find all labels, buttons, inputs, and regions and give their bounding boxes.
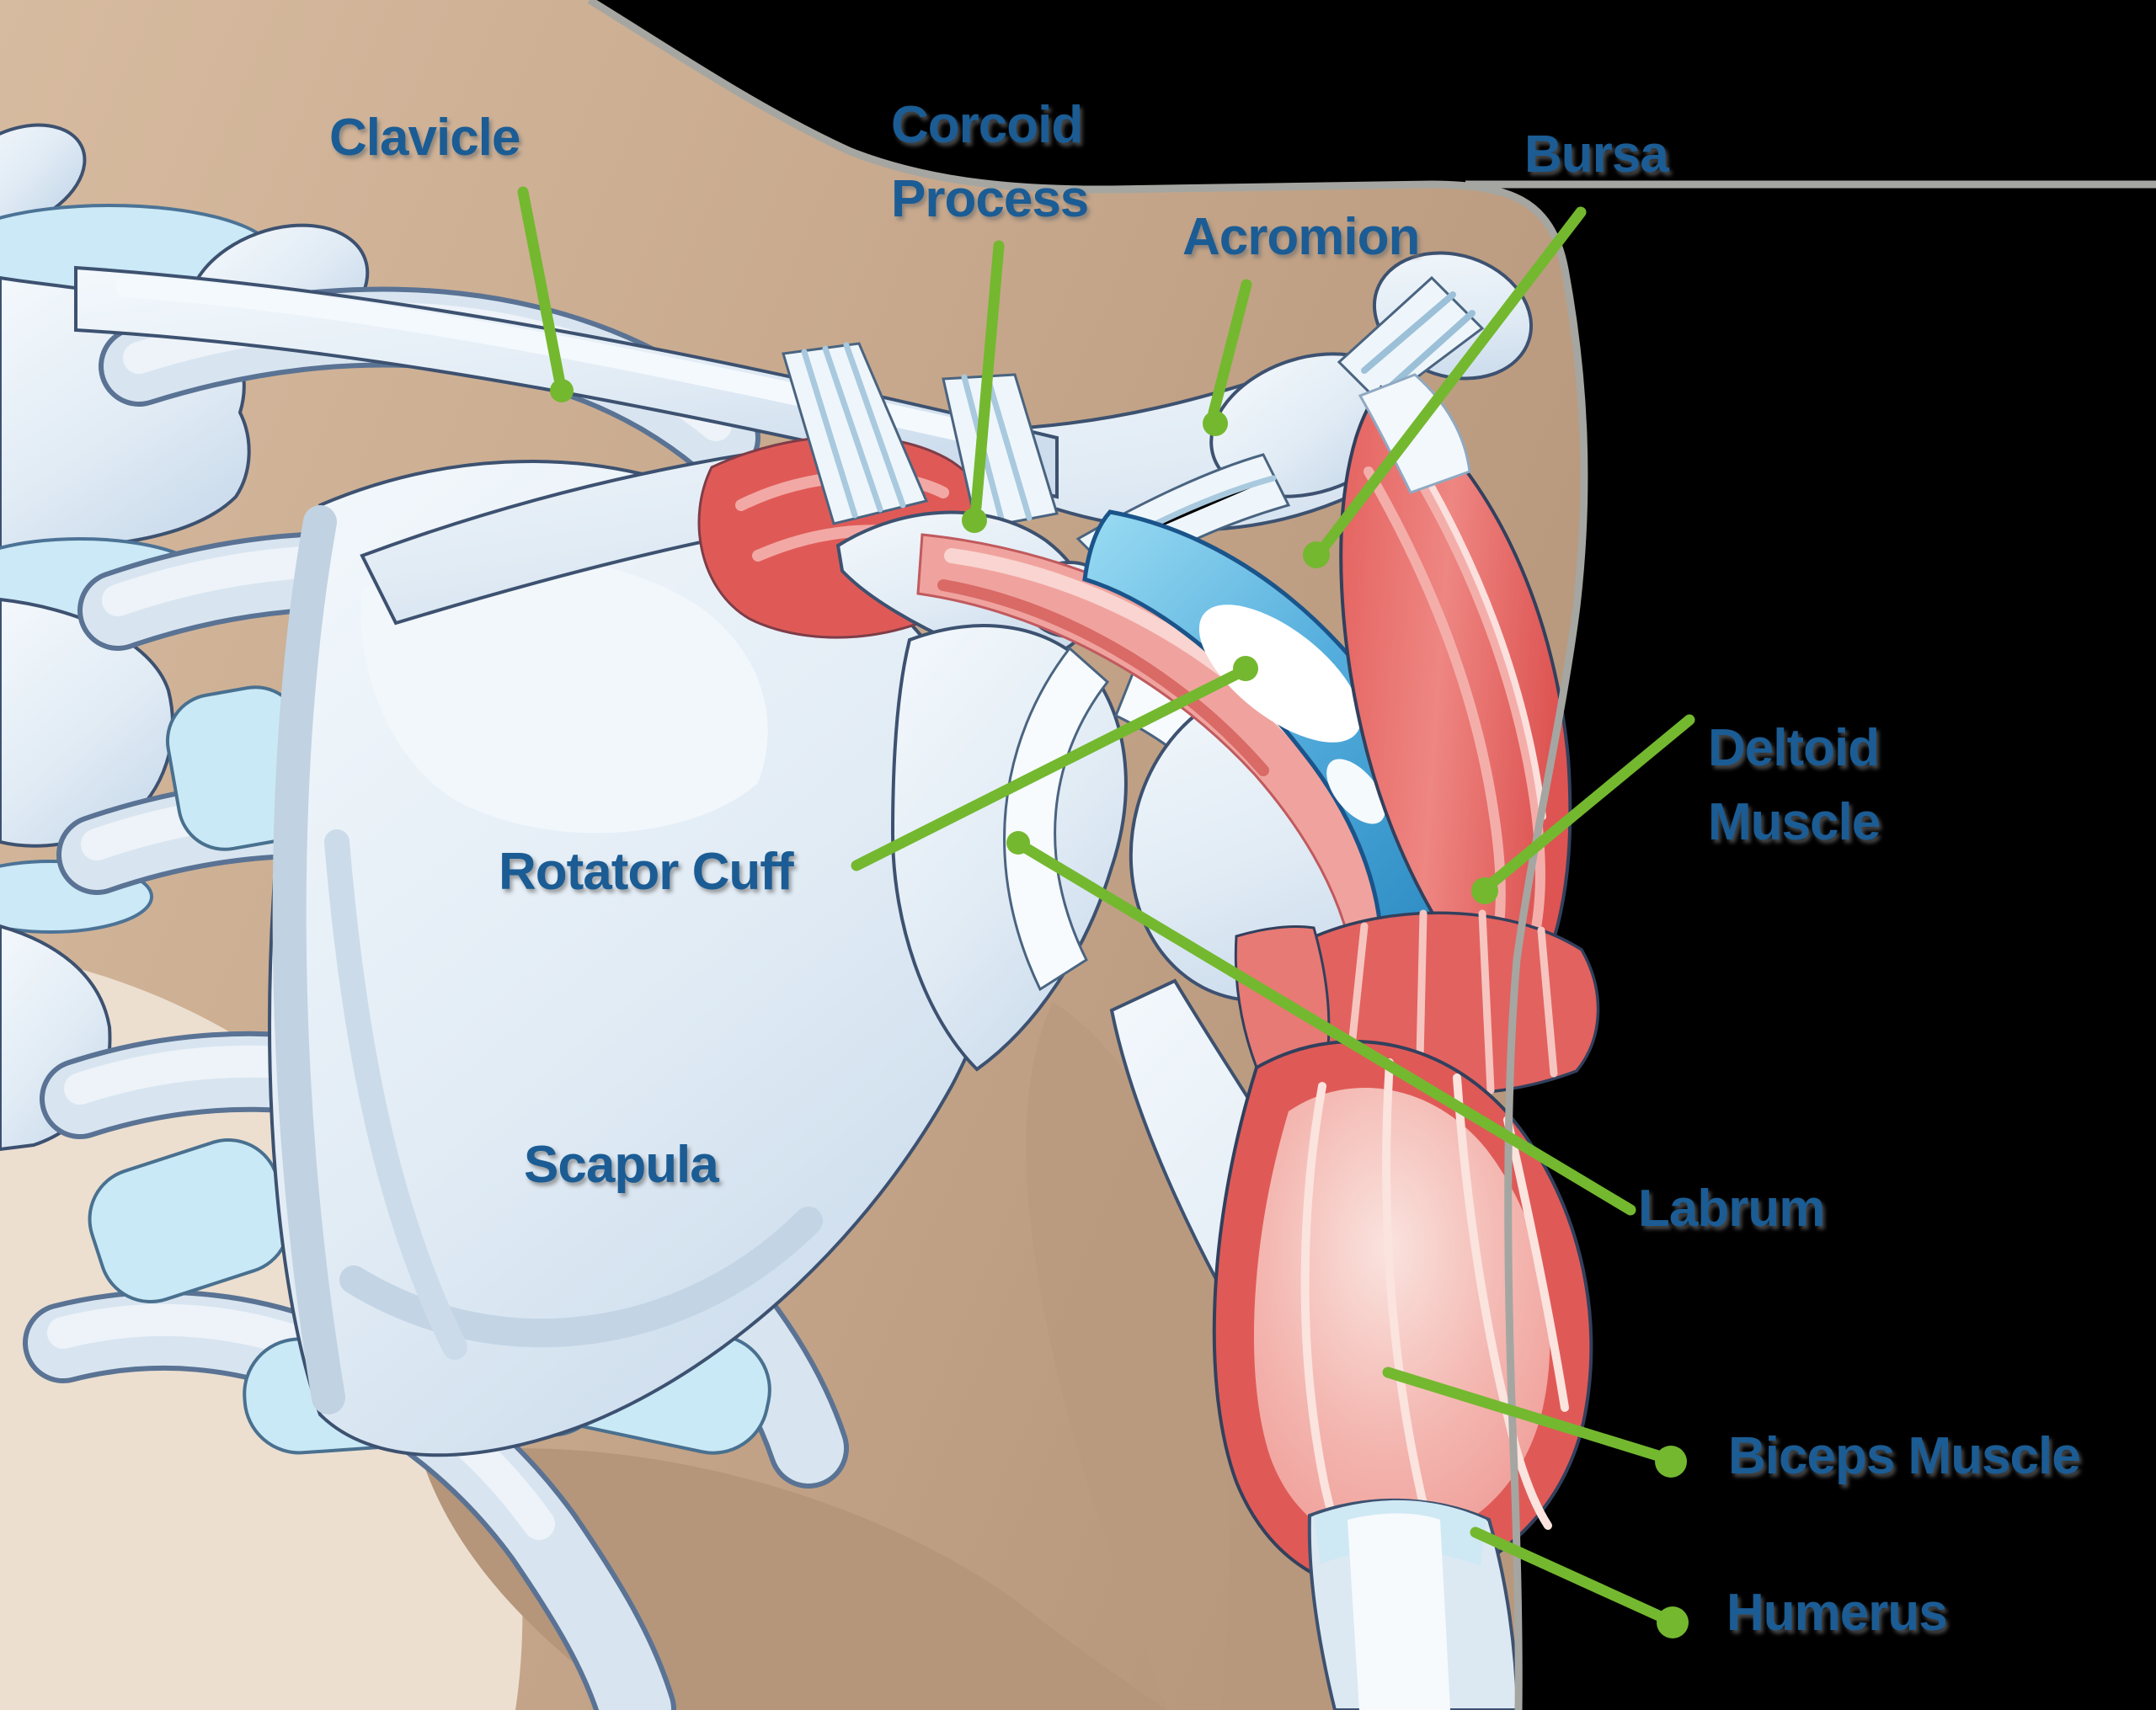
leader-line-labrum [1018, 841, 1636, 1216]
scapula-highlight [360, 556, 768, 834]
leader-dot-bursa [1303, 541, 1330, 568]
ligament [782, 342, 929, 525]
leader-dot-corcoid-process [962, 508, 987, 533]
label-biceps-muscle: Biceps Muscle [1728, 1427, 2081, 1485]
label-acromion: Acromion [1182, 208, 1420, 266]
scapula-ridge [339, 1207, 823, 1348]
leader-line-clavicle [517, 186, 565, 385]
biceps-muscle [1212, 925, 1593, 1593]
leader-dot-clavicle [550, 379, 574, 402]
spine [0, 123, 370, 1152]
scapula-medial-border [272, 505, 345, 1414]
bursa-highlight-small [1326, 759, 1385, 824]
label-deltoid-muscle: Deltoid Muscle [1708, 719, 1881, 852]
leader-dot-rotator-cuff [1233, 656, 1258, 681]
leader-line-bursa [1318, 206, 1587, 553]
leader-line-humerus [1470, 1526, 1668, 1623]
label-scapula: Scapula [524, 1136, 719, 1194]
leader-line-biceps-muscle [1382, 1366, 1667, 1462]
humerus-lower [1307, 1498, 1520, 1710]
leader-dot-biceps-muscle [1655, 1446, 1687, 1478]
leader-line-corcoid-process [970, 240, 1005, 513]
leader-dot-humerus [1657, 1606, 1689, 1638]
label-humerus: Humerus [1726, 1584, 1948, 1642]
label-rotator-cuff: Rotator Cuff [499, 843, 794, 901]
scapula-bone [268, 460, 1008, 1457]
label-bursa: Bursa [1524, 125, 1669, 184]
label-clavicle: Clavicle [329, 109, 520, 167]
ligament-fans [782, 342, 1059, 530]
leader-lines [517, 186, 1695, 1638]
leader-line-deltoid-muscle [1485, 714, 1695, 890]
bursa-highlight [1198, 605, 1362, 743]
leader-line-acromion [1208, 279, 1252, 418]
label-labrum: Labrum [1638, 1180, 1825, 1238]
leader-dot-deltoid-muscle [1471, 877, 1498, 904]
leader-dot-acromion [1203, 411, 1228, 436]
silhouette-outline [587, 0, 2156, 1710]
leader-dot-labrum [1006, 831, 1030, 855]
label-corcoid-process: Corcoid Process [891, 96, 1089, 229]
leader-line-rotator-cuff [851, 668, 1244, 871]
scapula-ridge [324, 829, 467, 1360]
supraspinatus-tendon [1337, 275, 1485, 406]
